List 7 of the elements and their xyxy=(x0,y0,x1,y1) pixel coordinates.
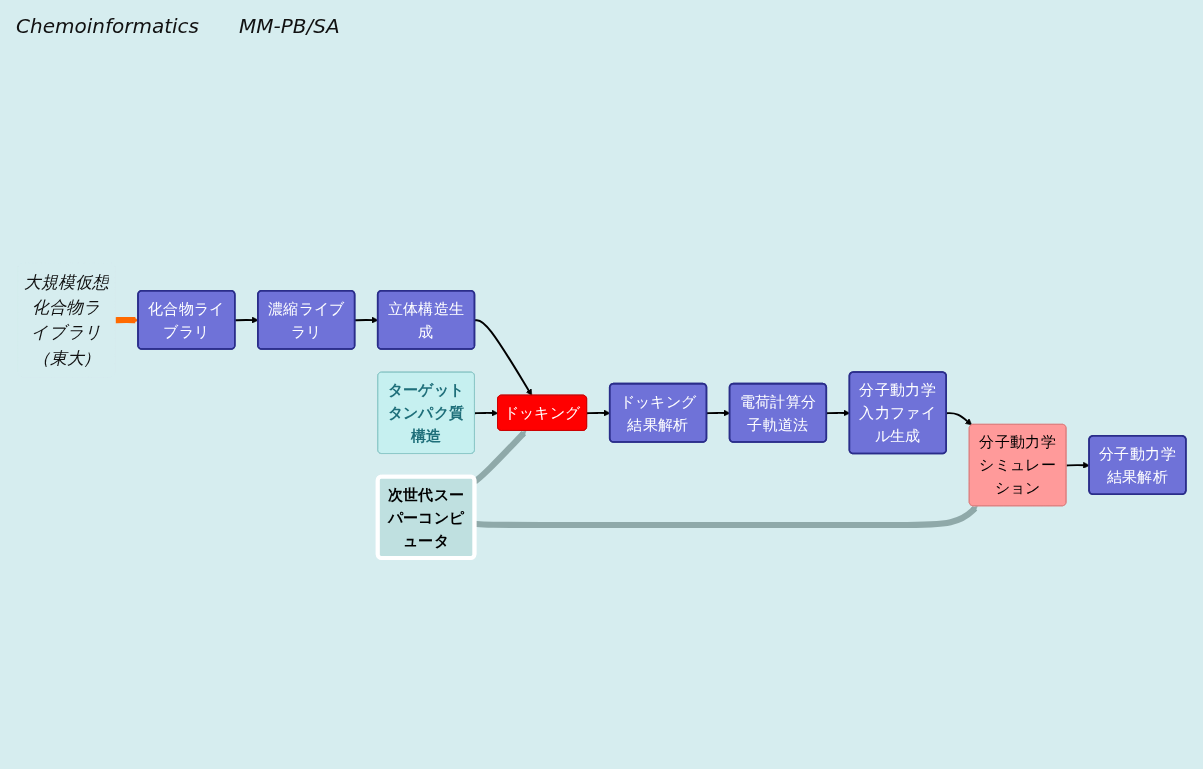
arrow xyxy=(585,409,610,417)
arrow xyxy=(473,409,498,417)
note-text: MM-PB/SA xyxy=(238,14,340,38)
arrow xyxy=(945,412,972,426)
arrow xyxy=(473,319,532,396)
note-text: Chemoinformatics xyxy=(16,14,199,38)
arrow xyxy=(705,409,730,417)
